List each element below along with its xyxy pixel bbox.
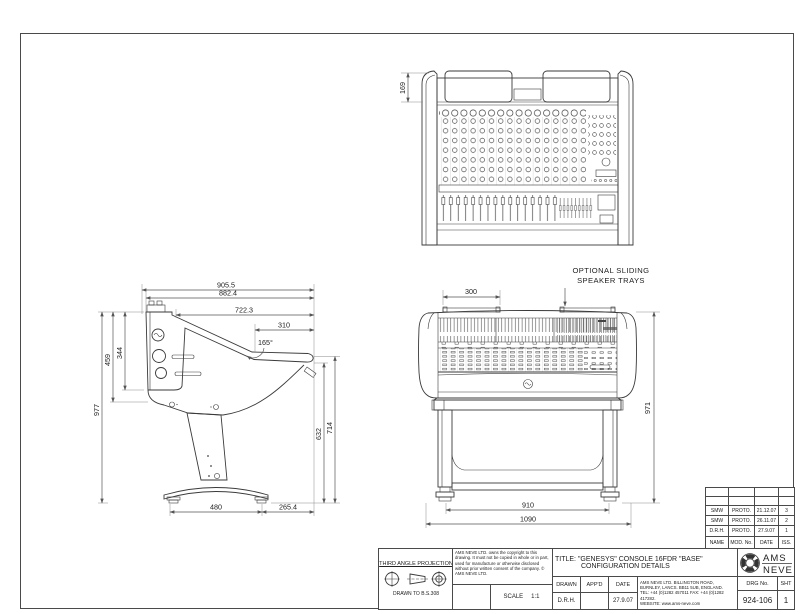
third-angle-projection-symbol: [384, 571, 447, 587]
side-view: 905.5 882.4 722.3 310 165° 344 459 977 6…: [92, 281, 340, 516]
speaker-tray-label-line1: OPTIONAL SLIDING: [572, 266, 649, 275]
drawing-title-line2: CONFIGURATION DETAILS: [581, 562, 670, 570]
speaker-tray-callout: OPTIONAL SLIDING SPEAKER TRAYS: [563, 266, 649, 307]
scale-cell: SCALE 1:1: [490, 584, 553, 610]
dim-label-459: 459: [103, 354, 112, 366]
dim-label-910: 910: [522, 501, 534, 510]
appd-header: APP'D: [580, 576, 609, 593]
dim-tray-width: 300: [442, 287, 501, 305]
address-line4: WEBSITE: www.ams-neve.com: [640, 601, 701, 607]
appd-value: [580, 592, 609, 610]
logo-cell: AMS NEVE: [737, 548, 795, 577]
sht-value: 1: [777, 590, 795, 610]
dim-label-971: 971: [643, 402, 652, 414]
scale-value: 1:1: [531, 594, 540, 600]
empty-cell: [452, 584, 491, 610]
plan-view: 169: [398, 70, 634, 246]
dim-label-300: 300: [465, 287, 477, 296]
plan-console-body: [421, 70, 634, 246]
drg-no-label: DRG No.: [737, 576, 778, 591]
dim-label-265.4: 265.4: [279, 503, 297, 512]
drawing-title-cell: TITLE: "GENESYS" CONSOLE 16FDR "BASE" CO…: [552, 548, 738, 577]
dim-label-165deg: 165°: [258, 338, 273, 347]
dim-label-480: 480: [210, 503, 222, 512]
sht-label: SHT: [777, 576, 795, 591]
sheet-border-frame: [20, 33, 794, 609]
speaker-tray-label-line2: SPEAKER TRAYS: [577, 276, 645, 285]
drawing-title-line1: TITLE: "GENESYS" CONSOLE 16FDR "BASE": [555, 555, 703, 563]
logo-text-neve: NEVE: [763, 565, 793, 576]
dim-label-714: 714: [325, 422, 334, 434]
ams-neve-logo-icon: AMS NEVE: [740, 553, 793, 576]
dim-tray-depth: 169: [398, 72, 429, 103]
dim-label-310: 310: [278, 321, 290, 330]
side-view-dimensions: 905.5 882.4 722.3 310 165° 344 459 977 6…: [92, 281, 340, 516]
date-value: 27.9.07: [608, 592, 638, 610]
drg-no-value: 924-106: [737, 590, 778, 610]
drawn-value: D.R.H.: [552, 592, 581, 610]
projection-title: THIRD ANGLE PROJECTION: [379, 561, 453, 567]
dim-label-344: 344: [115, 347, 124, 359]
drawn-header: DRAWN: [552, 576, 581, 593]
side-console-body: [145, 300, 317, 504]
dim-label-722.3: 722.3: [235, 306, 253, 315]
projection-note: DRAWN TO B.S.308: [392, 591, 440, 597]
dim-label-905.5: 905.5: [217, 281, 235, 290]
dim-label-1090: 1090: [520, 515, 536, 524]
dim-label-882.4: 882.4: [219, 289, 237, 298]
address-line1: AMS NEVE LTD. BILLINGTON ROAD,: [640, 579, 714, 585]
dim-label-977: 977: [92, 404, 101, 416]
dim-label-632: 632: [314, 428, 323, 440]
front-console-body: [418, 306, 637, 502]
address-cell: AMS NEVE LTD. BILLINGTON ROAD, BURNLEY, …: [637, 576, 738, 610]
address-line3: TEL: +44 (0)1282 457011 FAX: +44 (0)1282…: [640, 590, 724, 601]
address-line2: BURNLEY, LANCS. BB11 5UB, ENGLAND.: [640, 584, 723, 590]
date-header: DATE: [608, 576, 638, 593]
projection-cell: THIRD ANGLE PROJECTION DRAWN TO B.S.308: [378, 548, 454, 610]
logo-text-ams: AMS: [763, 553, 787, 564]
front-view-dimensions: 910 1090 971: [425, 311, 660, 528]
dim-label-169: 169: [398, 82, 407, 94]
copyright-cell: AMS NEVE LTD. owns the copyright to this…: [452, 548, 553, 585]
front-view: OPTIONAL SLIDING SPEAKER TRAYS 300: [418, 266, 660, 528]
scale-label: SCALE: [503, 594, 524, 600]
